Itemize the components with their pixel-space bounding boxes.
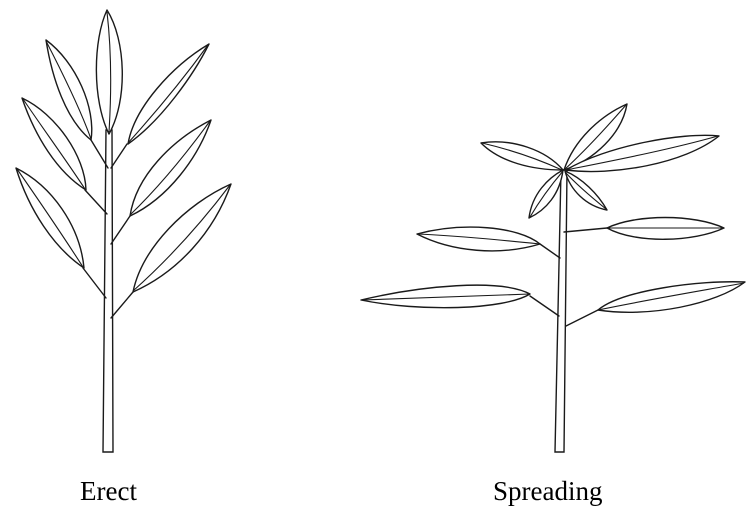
erect-branch-1: [83, 268, 106, 298]
spreading-branch-4: [566, 310, 598, 326]
spreading-leaf-mid-left: [417, 227, 540, 251]
spreading-branch-2: [564, 228, 607, 232]
spreading-leaf-low-left: [361, 285, 530, 308]
erect-leaf-top: [96, 10, 122, 134]
erect-branch-4: [111, 292, 133, 318]
erect-branch-2: [85, 190, 107, 214]
spreading-stem: [555, 170, 567, 452]
erect-stem: [103, 130, 113, 452]
spreading-branch-3: [530, 296, 559, 316]
erect-plant: [16, 10, 231, 452]
spreading-branch-1: [540, 244, 560, 258]
erect-branch-5: [111, 216, 130, 244]
erect-leaf-left-3-rib: [17, 169, 83, 267]
erect-branch-6: [111, 144, 127, 168]
erect-label: Erect: [80, 478, 137, 505]
spreading-plant: [361, 104, 745, 452]
spreading-label: Spreading: [493, 478, 602, 505]
